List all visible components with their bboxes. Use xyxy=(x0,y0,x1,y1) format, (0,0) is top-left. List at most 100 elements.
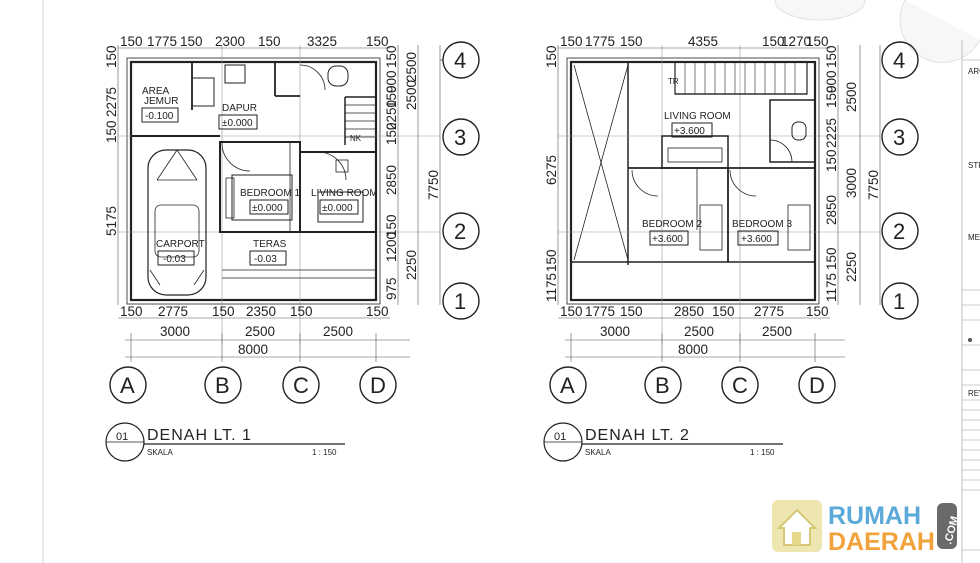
p1-bot-dim-0: 150 xyxy=(120,304,143,319)
p1-room-carport-name: CARPORT xyxy=(156,239,205,250)
p1-room-dapur-level: ±0.000 xyxy=(222,118,253,129)
p1-right-dim-6: 2850 xyxy=(384,165,399,195)
p1-axis-col-b: B xyxy=(215,373,230,398)
p2-bot-dim-3: 2850 xyxy=(674,304,704,319)
p2-right-dim-4: 150 xyxy=(824,149,839,172)
p1-bot-dim-5: 150 xyxy=(366,304,389,319)
p1-left-dim-1: 2275 xyxy=(104,87,119,117)
p2-bot-dim2-0: 3000 xyxy=(600,324,630,339)
p1-right-dim-2: 150 xyxy=(384,85,399,108)
p2-bot-dim-2: 150 xyxy=(620,304,643,319)
corner-circle-2 xyxy=(899,0,980,63)
plan1-text: 150 1775 150 2300 150 3325 150 150 2775 … xyxy=(104,34,466,457)
p2-left-dim-1: 6275 xyxy=(544,155,559,185)
p2-outer-dim-0: 2500 xyxy=(844,82,859,112)
corner-circle-1 xyxy=(774,0,866,21)
north-arrow-icon xyxy=(968,338,972,342)
p1-left-dim-3: 5175 xyxy=(104,206,119,236)
p2-outer-dim-2: 2250 xyxy=(844,252,859,282)
p1-axis-col-c: C xyxy=(293,373,309,398)
p1-right-dim-0: 150 xyxy=(384,45,399,68)
p1-right-dim-4: 2250 xyxy=(384,100,399,130)
axis-bubble-col-a xyxy=(109,366,147,404)
p1-bot-dim2-2: 2500 xyxy=(323,324,353,339)
axis-bubble-row-1 xyxy=(442,282,480,320)
p1-top-dim-0: 150 xyxy=(120,34,143,49)
p2-axis-col-c: C xyxy=(732,373,748,398)
title-block-strip xyxy=(961,40,980,563)
p1-axis-col-d: D xyxy=(370,373,386,398)
p2-axis-row-3: 3 xyxy=(893,125,905,150)
p2-outer-dim-3: 7750 xyxy=(866,170,881,200)
p1-bot-dim-4: 150 xyxy=(290,304,313,319)
p1-room-dapur-name: DAPUR xyxy=(222,103,257,114)
p1-right-dim-10: 975 xyxy=(384,277,399,300)
p2-axis-bubble-row-3 xyxy=(881,118,919,156)
p1-right-dim-8: 1200 xyxy=(384,232,399,262)
p2-title: DENAH LT. 2 xyxy=(585,427,690,444)
p2-axis-col-b: B xyxy=(655,373,670,398)
p1-scale-label: SKALA xyxy=(147,448,173,457)
p1-room-bed1-name: BEDROOM 1 xyxy=(240,188,300,199)
p1-left-dim-2: 150 xyxy=(104,120,119,143)
p2-scale-value: 1 : 150 xyxy=(750,448,775,457)
p2-room-bed2-level: +3.600 xyxy=(652,234,683,245)
p1-room-jemur-level: -0.100 xyxy=(145,111,174,122)
p1-bot-total: 8000 xyxy=(238,342,268,357)
p1-title-num: 01 xyxy=(116,431,128,443)
p1-scale-value: 1 : 150 xyxy=(312,448,337,457)
p2-top-dim-0: 150 xyxy=(560,34,583,49)
p2-room-bed3-name: BEDROOM 3 xyxy=(732,219,792,230)
p1-top-dim-1: 1775 xyxy=(147,34,177,49)
p2-room-bed3-level: +3.600 xyxy=(741,234,772,245)
p1-room-living-name: LIVING ROOM xyxy=(311,188,378,199)
p2-right-dim-2: 150 xyxy=(824,85,839,108)
p1-bot-dim-2: 150 xyxy=(212,304,235,319)
p2-axis-bubble-row-4 xyxy=(881,41,919,79)
p2-right-dim-3: 2225 xyxy=(824,118,839,148)
p1-right-dim-7: 150 xyxy=(384,214,399,237)
side-label-rev: REV xyxy=(968,389,980,398)
watermark-word2: DAERAH xyxy=(828,528,935,556)
side-label-mep: MEP xyxy=(968,233,980,242)
p1-axis-row-3: 3 xyxy=(454,125,466,150)
axis-bubble-col-c xyxy=(282,366,320,404)
p1-axis-row-4: 4 xyxy=(454,48,466,73)
p2-top-dim-1: 1775 xyxy=(585,34,615,49)
p2-room-bed2-name: BEDROOM 2 xyxy=(642,219,702,230)
p2-bot-dim-6: 150 xyxy=(806,304,829,319)
p2-right-dim-6: 150 xyxy=(824,247,839,270)
p2-axis-col-a: A xyxy=(560,373,575,398)
p1-axis-col-a: A xyxy=(120,373,135,398)
p2-axis-row-4: 4 xyxy=(893,48,905,73)
p2-axis-row-2: 2 xyxy=(893,219,905,244)
p2-right-dim-7: 1175 xyxy=(824,273,839,302)
p2-top-dim-5: 1270 xyxy=(781,34,811,49)
p1-axis-row-1: 1 xyxy=(454,289,466,314)
p1-right-dim-3: 2500 xyxy=(404,80,419,110)
p1-top-dim-3: 2300 xyxy=(215,34,245,49)
p2-room-living-level: +3.600 xyxy=(674,126,705,137)
p2-bot-total: 8000 xyxy=(678,342,708,357)
axis-bubble-col-b xyxy=(204,366,242,404)
p2-outer-dim-1: 3000 xyxy=(844,168,859,198)
p2-axis-bubble-row-1 xyxy=(881,282,919,320)
p2-axis-bubble-col-b xyxy=(644,366,682,404)
p2-top-dim-4: 150 xyxy=(762,34,785,49)
watermark: RUMAH DAERAH .COM xyxy=(772,500,961,556)
p2-axis-bubble-col-d xyxy=(798,366,836,404)
plan2-dim-lines xyxy=(557,45,881,362)
p2-right-dim-5: 2850 xyxy=(824,195,839,225)
p1-room-teras-level: -0.03 xyxy=(254,254,277,265)
p1-outer-dim-1: 7750 xyxy=(426,170,441,200)
p1-top-dim-2: 150 xyxy=(180,34,203,49)
p2-scale-label: SKALA xyxy=(585,448,611,457)
p2-axis-bubble-row-2 xyxy=(881,212,919,250)
p2-bot-dim2-1: 2500 xyxy=(684,324,714,339)
p1-right-dim-1: 900 xyxy=(384,70,399,93)
p2-room-living-name: LIVING ROOM xyxy=(664,111,731,122)
p2-axis-col-d: D xyxy=(809,373,825,398)
side-label-arc: ARC xyxy=(968,67,980,76)
